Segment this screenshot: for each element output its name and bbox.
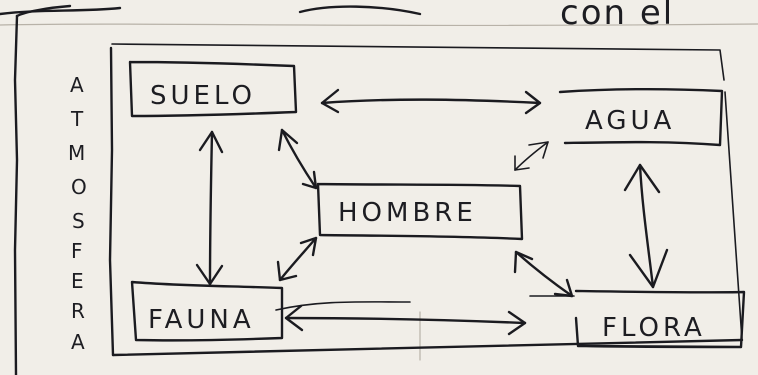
arrow-hombre-flora-head-top (513, 250, 534, 274)
arrow-hombre-flora-line (514, 250, 574, 298)
node-agua-label: AGUA (585, 106, 675, 136)
node-suelo-label: SUELO (150, 81, 256, 111)
arrow-suelo-hombre-head-bottom (301, 170, 318, 190)
arrow-agua-hombre-head-top (528, 141, 549, 159)
arrow-agua-flora-head-top (623, 163, 661, 194)
atmosfera-letter-1: A (70, 73, 84, 97)
arrow-suelo-fauna-head-bottom (195, 263, 224, 286)
arrow-fauna-flora (275, 301, 527, 336)
top-pen-stroke-left (0, 6, 122, 16)
node-fauna-label: FAUNA (148, 305, 255, 335)
arrow-hombre-flora (513, 250, 575, 298)
arrow-agua-hombre (514, 141, 549, 171)
node-fauna-box (130, 280, 284, 342)
inner-frame-bottom-line (111, 338, 744, 357)
arrow-agua-flora (623, 163, 669, 289)
atmosfera-letter-8: R (71, 299, 85, 323)
arrow-fauna-flora-line (284, 316, 527, 325)
arrow-suelo-fauna-head-top (198, 130, 224, 154)
arrow-suelo-agua-head-left (320, 88, 340, 114)
arrow-suelo-agua-head-right (524, 90, 542, 115)
arrow-suelo-agua (320, 88, 542, 115)
inner-frame-left-line (108, 46, 115, 357)
arrow-hombre-fauna-line (278, 236, 318, 282)
node-fauna: FAUNA (130, 280, 284, 342)
inner-frame-top-right-line (111, 43, 743, 341)
arrow-suelo-fauna-line (208, 130, 214, 286)
arrow-fauna-flora-head-left (284, 304, 304, 332)
outer-frame-left-line (13, 14, 19, 375)
atmosfera-letter-4: O (71, 175, 87, 199)
node-suelo: SUELO (128, 60, 298, 118)
arrow-hombre-fauna-head-top (299, 236, 318, 257)
node-hombre-label: HOMBRE (338, 198, 477, 228)
arrow-fauna-flora-head-right (507, 310, 527, 336)
node-hombre: HOMBRE (316, 182, 524, 241)
node-agua-box (558, 88, 724, 147)
arrow-hombre-fauna-head-bottom (276, 260, 298, 282)
paper-rule-line (0, 23, 758, 27)
node-hombre-box (316, 182, 524, 241)
node-flora: FLORA (574, 289, 746, 349)
arrow-suelo-hombre-head-top (277, 128, 299, 152)
arrow-agua-hombre-line (514, 141, 549, 171)
arrow-hombre-fauna (276, 236, 318, 282)
outer-frame-top-line (15, 4, 72, 18)
node-agua: AGUA (558, 88, 724, 147)
top-text-fragment: con el (560, 0, 674, 33)
node-flora-label: FLORA (602, 313, 706, 343)
arrow-agua-flora-head-bottom (628, 248, 669, 289)
top-pen-stroke-middle (298, 5, 422, 16)
atmosfera-letter-2: T (70, 107, 84, 131)
atmosfera-letter-7: E (71, 269, 84, 293)
arrow-suelo-hombre (277, 128, 318, 190)
arrow-fauna-flora-extra-stroke (275, 301, 411, 311)
atmosfera-letter-5: S (72, 209, 85, 233)
arrow-suelo-agua-line (320, 98, 542, 105)
node-flora-box (574, 289, 746, 349)
arrow-suelo-hombre-line (280, 128, 318, 190)
atmosfera-letter-6: F (71, 239, 83, 263)
atmosfera-letter-9: A (71, 330, 85, 354)
arrow-agua-hombre-head-bottom (514, 155, 530, 171)
atmosfera-letter-3: M (68, 141, 85, 165)
arrow-suelo-fauna (195, 130, 224, 286)
arrow-agua-flora-line (638, 163, 655, 289)
node-suelo-box (128, 60, 298, 118)
